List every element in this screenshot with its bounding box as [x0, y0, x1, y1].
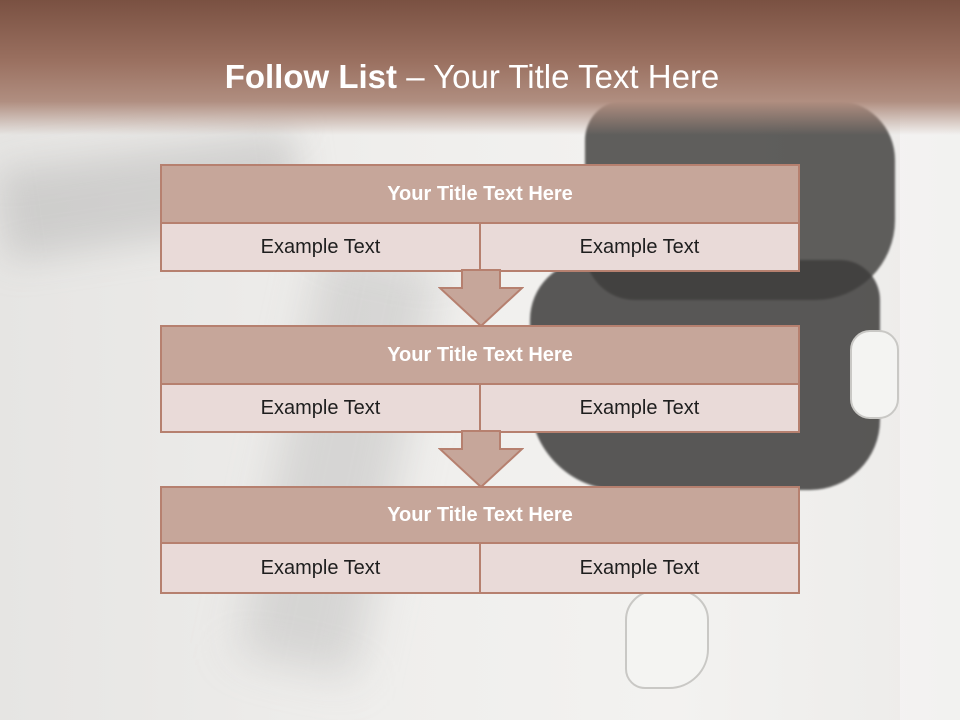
block-cell-right: Example Text — [479, 224, 798, 270]
block-cells: Example Text Example Text — [162, 224, 798, 270]
list-block-2: Your Title Text Here Example Text Exampl… — [160, 325, 800, 433]
block-cells: Example Text Example Text — [162, 544, 798, 592]
block-title: Your Title Text Here — [162, 166, 798, 224]
down-arrow-icon — [438, 430, 524, 489]
page-title-rest: – Your Title Text Here — [406, 58, 720, 95]
block-title: Your Title Text Here — [162, 488, 798, 544]
header-band — [0, 0, 960, 135]
block-cell-right: Example Text — [479, 544, 798, 592]
block-title: Your Title Text Here — [162, 327, 798, 385]
block-cell-right: Example Text — [479, 385, 798, 431]
list-block-3: Your Title Text Here Example Text Exampl… — [160, 486, 800, 594]
block-cell-left: Example Text — [260, 396, 381, 419]
list-block-1: Your Title Text Here Example Text Exampl… — [160, 164, 800, 272]
block-cell-left: Example Text — [260, 556, 381, 579]
page-title-bold: Follow List — [224, 58, 398, 95]
block-cell-left: Example Text — [260, 235, 381, 258]
down-arrow-icon — [438, 269, 524, 328]
block-cells: Example Text Example Text — [162, 385, 798, 431]
page-title: Follow List – Your Title Text Here — [0, 55, 944, 99]
